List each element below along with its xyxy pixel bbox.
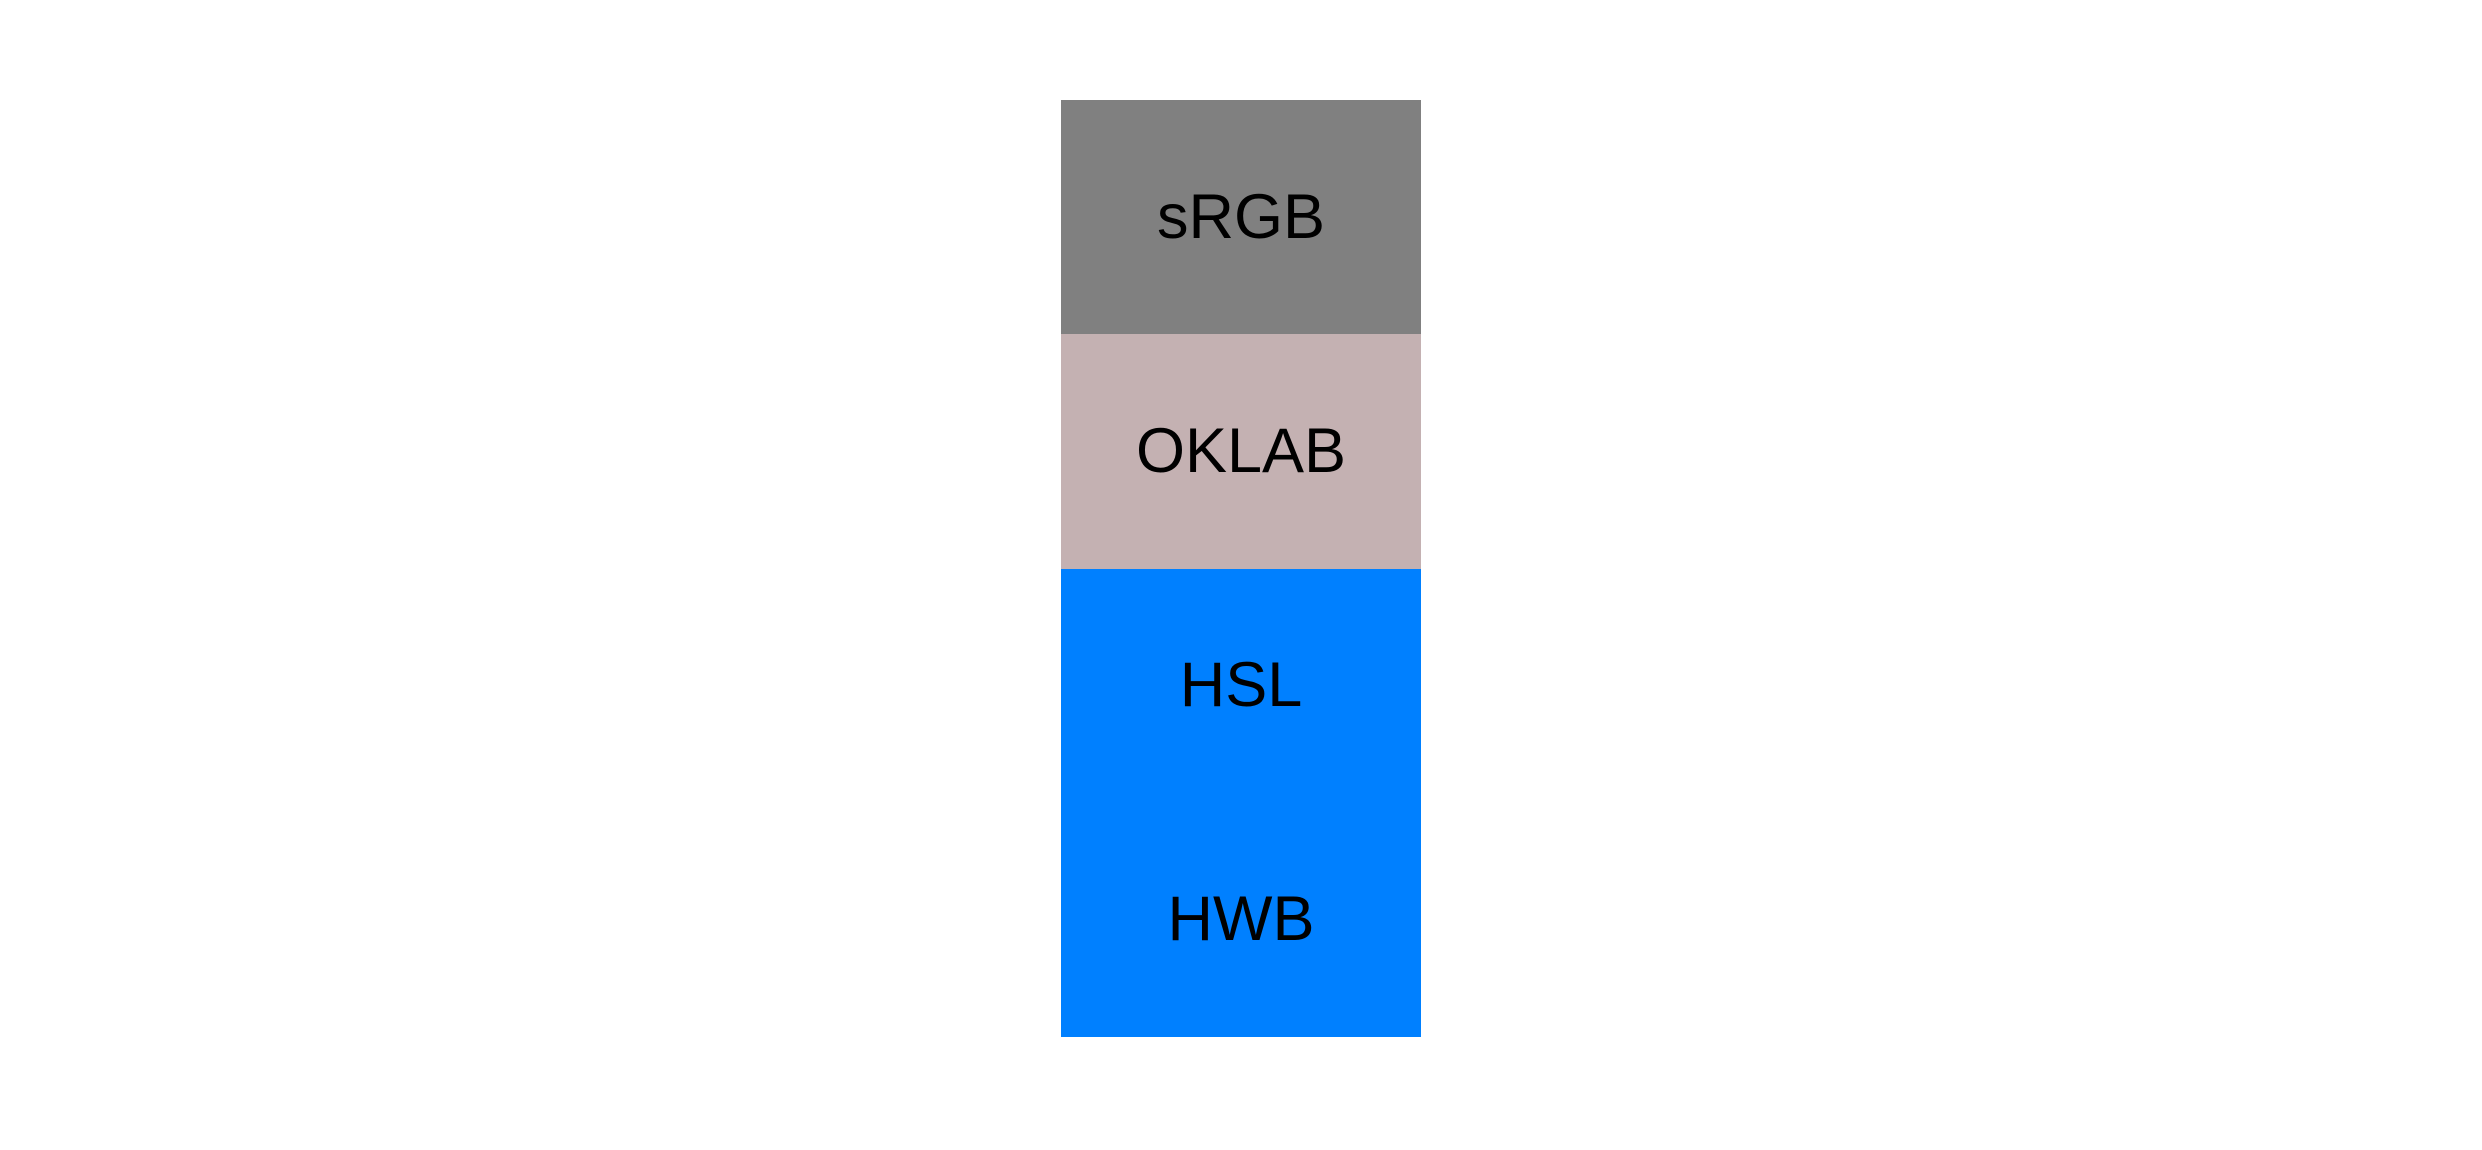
swatch-srgb-label: sRGB — [1156, 181, 1326, 252]
swatch-oklab-label: OKLAB — [1135, 415, 1347, 486]
swatch-hwb-label: HWB — [1167, 884, 1315, 955]
color-space-swatch-column: sRGB OKLAB HSL HWB — [1061, 100, 1421, 1037]
swatch-oklab: OKLAB — [1061, 334, 1421, 569]
swatch-hsl: HSL — [1061, 568, 1421, 803]
swatch-hwb: HWB — [1061, 802, 1421, 1037]
swatch-hsl-label: HSL — [1179, 650, 1303, 721]
swatch-srgb: sRGB — [1061, 100, 1421, 335]
